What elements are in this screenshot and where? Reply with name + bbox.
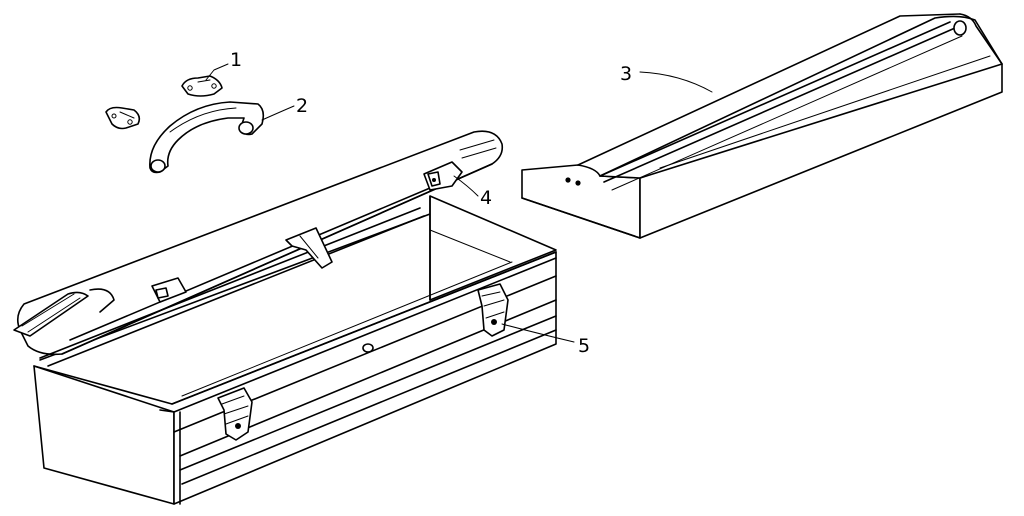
part-lid — [13, 130, 504, 367]
part-latch-left — [217, 387, 253, 441]
part-box — [33, 195, 557, 505]
callout-3: 3 — [620, 63, 632, 85]
part-bracket — [105, 75, 223, 130]
callout-labels: 1 2 3 4 5 — [230, 49, 632, 357]
callout-4: 4 — [480, 187, 492, 209]
part-latch-right — [477, 283, 509, 337]
callout-1: 1 — [230, 49, 242, 71]
callout-2: 2 — [296, 95, 308, 117]
callout-5: 5 — [578, 335, 590, 357]
leader-lines — [205, 63, 713, 343]
part-handle — [149, 101, 265, 174]
part-tray — [521, 13, 1003, 239]
